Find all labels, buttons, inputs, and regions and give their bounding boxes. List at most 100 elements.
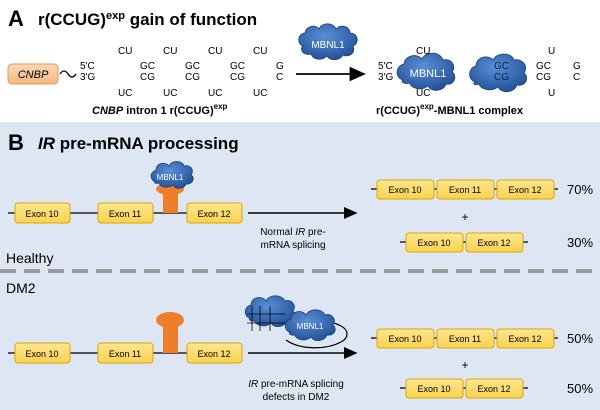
panel-b-background <box>0 122 600 410</box>
healthy-pct-skip: 30% <box>567 235 593 250</box>
normal-splicing-gene: IR <box>295 227 305 238</box>
hairpin-left-r2-3: GC <box>230 61 245 72</box>
healthy-exon-10 <box>14 202 71 224</box>
hairpin-left-caption: CNBP intron 1 r(CCUG)exp <box>92 102 228 117</box>
mbnl1-bound-label: MBNL1 <box>410 68 447 80</box>
hairpin-right-r2-2: G <box>573 61 581 72</box>
hairpin-left-bot-1: UC <box>163 88 177 99</box>
hairpin-left-bot-3: UC <box>253 88 267 99</box>
hairpin-left-r3-3: CG <box>230 72 245 83</box>
hairpin-left-r3-4: C <box>276 72 283 83</box>
healthy-exon-12 <box>186 202 243 224</box>
hairpin-right-r3-0: 3'G <box>378 72 393 83</box>
hairpin-left-caption-gene: CNBP <box>92 105 124 117</box>
complex-caption-sup: exp <box>420 102 434 111</box>
dm2-label: DM2 <box>6 280 36 296</box>
dm2-exon-11-label: Exon 11 <box>109 349 141 359</box>
hairpin-right-bot-1: U <box>548 88 555 99</box>
hairpin-left-r2-4: G <box>276 61 284 72</box>
mbnl1-free-cloud <box>298 23 358 61</box>
dm2-full-exon-12-label: Exon 12 <box>508 334 541 344</box>
healthy-stem <box>163 189 178 213</box>
healthy-plus: + <box>461 210 468 224</box>
complex-caption: r(CCUG)exp-MBNL1 complex <box>376 102 524 117</box>
healthy-skip-exon-10 <box>405 232 464 253</box>
dm2-exon-12-label: Exon 12 <box>197 349 230 359</box>
panel-a-letter: A <box>8 6 24 31</box>
hairpin-left-top-2: CU <box>208 46 222 57</box>
panel-a-title-main: r(CCUG) <box>38 10 106 29</box>
dm2-pct-full: 50% <box>567 331 593 346</box>
panel-b-title-gene: IR <box>38 134 56 153</box>
hairpin-left-top-3: CU <box>253 46 267 57</box>
hairpin-right-bot-0: UC <box>416 88 430 99</box>
dm2-full-exon-11 <box>436 328 495 349</box>
dm2-sequestered-complex <box>244 295 348 349</box>
hairpin-left: CU CU CU CU 5'C GC GC GC G 3'G CG CG CG … <box>80 46 284 99</box>
panel-a-title: r(CCUG)exp gain of function <box>38 10 257 29</box>
healthy-full-exon-10-label: Exon 10 <box>388 185 421 195</box>
cnbp-gene-box <box>7 63 59 85</box>
defect-line1-post: pre-mRNA splicing <box>258 379 344 390</box>
complex-caption-main: r(CCUG) <box>376 105 420 117</box>
hairpin-left-r2-0: 5'C <box>80 61 95 72</box>
healthy-full-exon-10 <box>376 179 435 200</box>
hairpin-right-top-1: U <box>548 46 555 57</box>
mbnl1-bound-cloud-2 <box>469 53 527 93</box>
hairpin-right-inner-0: GC <box>494 61 509 72</box>
healthy-full-exon-12-label: Exon 12 <box>508 185 541 195</box>
dm2-skip-exon-12 <box>465 378 524 399</box>
panel-b-letter: B <box>8 130 24 155</box>
healthy-pct-full: 70% <box>567 182 593 197</box>
hairpin-right-inner-1: CG <box>494 72 509 83</box>
dm2-skip-exon-10 <box>405 378 464 399</box>
healthy-skip-exon-12-label: Exon 12 <box>477 238 510 248</box>
dm2-full-exon-11-label: Exon 11 <box>449 334 481 344</box>
healthy-exon-10-label: Exon 10 <box>25 209 58 219</box>
panel-b-title: IR pre-mRNA processing <box>38 134 239 153</box>
healthy-label: Healthy <box>6 250 53 266</box>
dm2-full-exon-12 <box>496 328 555 349</box>
healthy-skip-exon-10-label: Exon 10 <box>417 238 450 248</box>
dm2-pct-skip: 50% <box>567 381 593 396</box>
dm2-full-exon-10 <box>376 328 435 349</box>
defect-line2: defects in DM2 <box>263 392 330 403</box>
dm2-exon-10 <box>14 342 71 364</box>
hairpin-left-bot-2: UC <box>208 88 222 99</box>
complex-caption-rest: -MBNL1 complex <box>434 105 524 117</box>
hairpin-right-r2-1: GC <box>536 61 551 72</box>
healthy-skip-exon-12 <box>465 232 524 253</box>
dm2-full-exon-10-label: Exon 10 <box>388 334 421 344</box>
dm2-stem <box>163 322 178 353</box>
dm2-skip-exon-12-label: Exon 12 <box>477 384 510 394</box>
dm2-exon-10-label: Exon 10 <box>25 349 58 359</box>
dm2-mbnl1-label: MBNL1 <box>297 322 324 331</box>
panel-a-title-sup: exp <box>106 10 125 22</box>
hairpin-right-r3-1: CG <box>536 72 551 83</box>
healthy-exon-12-label: Exon 12 <box>197 209 230 219</box>
dm2-plus: + <box>461 358 468 372</box>
cnbp-squiggle <box>59 70 77 78</box>
hairpin-right-top-0: CU <box>416 46 430 57</box>
hairpin-left-r3-1: CG <box>140 72 155 83</box>
healthy-mbnl1-label: MBNL1 <box>157 173 184 182</box>
hairpin-left-top-0: CU <box>118 46 132 57</box>
hairpin-left-r2-1: GC <box>140 61 155 72</box>
normal-splicing-line1: Normal IR pre- <box>260 227 326 238</box>
panel-a-title-rest: gain of function <box>125 10 257 29</box>
hairpin-left-caption-rest: intron 1 r(CCUG) <box>123 105 214 117</box>
healthy-exon-11 <box>97 202 154 224</box>
cnbp-gene-label: CNBP <box>18 69 49 81</box>
healthy-full-exon-11 <box>436 179 495 200</box>
hairpin-left-r3-2: CG <box>185 72 200 83</box>
panel-b-title-rest: pre-mRNA processing <box>55 134 239 153</box>
hairpin-right: CU U 5'C GC G 3'G CG C UC U <box>378 46 581 99</box>
mbnl1-free-label: MBNL1 <box>311 40 345 51</box>
mbnl1-bound-cloud-1 <box>396 52 456 91</box>
dm2-stem-cap <box>156 312 184 328</box>
hairpin-left-r3-0: 3'G <box>80 72 95 83</box>
defect-line1: IR pre-mRNA splicing <box>248 379 344 390</box>
hairpin-left-top-1: CU <box>163 46 177 57</box>
healthy-mbnl1-cloud <box>150 161 194 189</box>
